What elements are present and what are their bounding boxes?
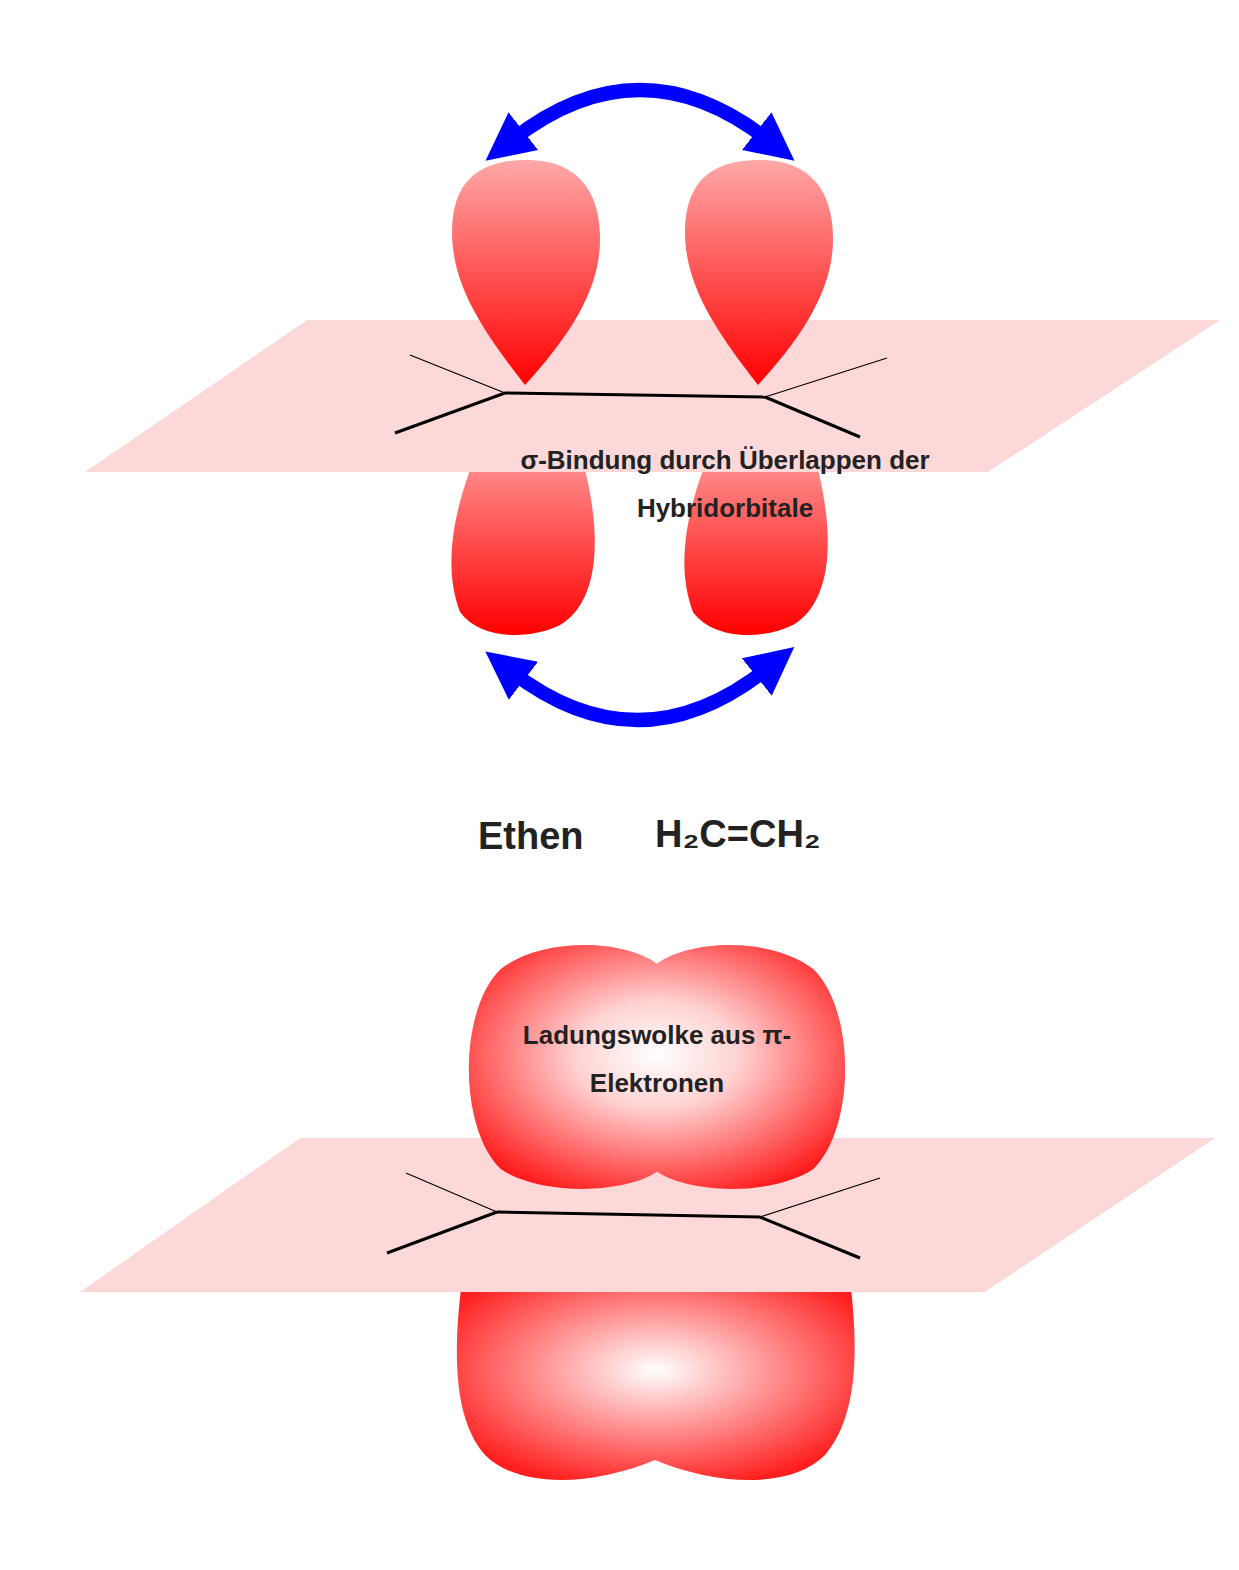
molecule-formula: H₂C=CH₂ bbox=[655, 810, 821, 858]
p-orbital-lobe bbox=[685, 160, 833, 385]
bond-lines bbox=[395, 355, 887, 437]
p-orbital-lobe bbox=[451, 467, 594, 635]
rotation-arrow bbox=[512, 668, 768, 720]
bond-lines bbox=[387, 1173, 880, 1258]
molecule-name: Ethen bbox=[478, 812, 584, 860]
pi-electron-cloud: Ladungswolke aus π-Elektronen bbox=[462, 938, 852, 1195]
rotation-arrow bbox=[512, 90, 768, 140]
p-orbital-lobe bbox=[684, 467, 827, 635]
pi-cloud-lower bbox=[457, 1280, 855, 1480]
cloud-shape bbox=[462, 938, 852, 1195]
cloud-outline bbox=[469, 945, 845, 1189]
cloud-label: Ladungswolke aus π-Elektronen bbox=[512, 938, 802, 1107]
sigma-bond-label: σ-Bindung durch Überlappen der Hybridorb… bbox=[495, 436, 955, 532]
p-orbital-lobe bbox=[452, 160, 600, 385]
